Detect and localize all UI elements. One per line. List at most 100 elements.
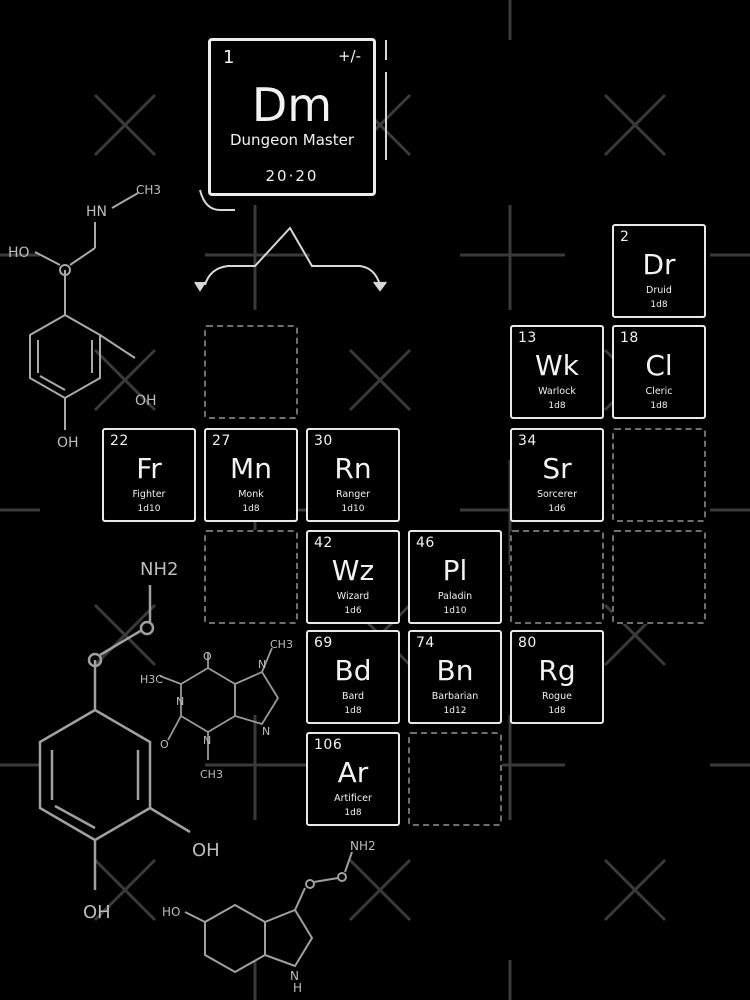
element-symbol: Rg — [538, 654, 576, 687]
dungeon-master-tile: 1 +/- Dm Dungeon Master 20·20 — [208, 38, 376, 196]
element-tile-ranger: 30 Rn Ranger 1d10 — [306, 428, 400, 522]
element-symbol: Bd — [334, 654, 372, 687]
element-name: Dungeon Master — [230, 131, 354, 149]
element-charge: +/- — [337, 47, 361, 65]
adrenaline-amine-label: HN — [86, 204, 107, 220]
master-flourish — [194, 40, 387, 292]
element-tile-bard: 69 Bd Bard 1d8 — [306, 630, 400, 724]
element-symbol: Dm — [251, 78, 333, 132]
element-number: 22 — [110, 433, 129, 449]
dopamine-hydroxyl-2-label: OH — [83, 902, 111, 923]
empty-cell — [612, 428, 706, 522]
element-number: 2 — [620, 229, 630, 245]
element-tile-sorcerer: 34 Sr Sorcerer 1d6 — [510, 428, 604, 522]
element-number: 30 — [314, 433, 333, 449]
watermark-x-icon — [93, 603, 157, 667]
element-tile-rogue: 80 Rg Rogue 1d8 — [510, 630, 604, 724]
serotonin-hydroxyl: HO — [162, 905, 180, 919]
watermark-x-icon — [93, 858, 157, 922]
element-name: Cleric — [645, 386, 673, 397]
element-name: Warlock — [538, 386, 576, 397]
serotonin-h: H — [293, 981, 302, 995]
watermark-x-icon — [603, 858, 667, 922]
element-symbol: Sr — [542, 452, 572, 485]
element-name: Druid — [646, 285, 672, 296]
caffeine-n4: N — [262, 725, 270, 738]
watermark-plus-icon — [710, 253, 750, 767]
empty-cell — [204, 530, 298, 624]
element-tile-cleric: 18 Cl Cleric 1d8 — [612, 325, 706, 419]
element-hit-die: 1d6 — [548, 504, 566, 514]
caffeine-labels: CH3 H3C CH3 N N N N O O — [140, 638, 293, 781]
watermark-x-icon — [93, 348, 157, 412]
caffeine-o1: O — [203, 650, 212, 663]
dopamine-hydroxyl-1-label: OH — [192, 840, 220, 861]
element-symbol: Bn — [436, 654, 474, 687]
element-tile-monk: 27 Mn Monk 1d8 — [204, 428, 298, 522]
element-hit-die: 1d10 — [443, 606, 467, 616]
empty-cell — [204, 325, 298, 419]
element-hit-die: 1d10 — [341, 504, 365, 514]
empty-cell — [612, 530, 706, 624]
adrenaline-hydroxyl-1-label: OH — [135, 393, 157, 409]
caffeine-methyl-1: CH3 — [270, 638, 293, 651]
caffeine-n1: N — [176, 695, 184, 708]
element-tile-warlock: 13 Wk Warlock 1d8 — [510, 325, 604, 419]
caffeine-o2: O — [160, 738, 169, 751]
empty-cell — [408, 732, 502, 826]
serotonin-labels: HO NH2 N H — [162, 839, 376, 995]
element-hit-die: 1d8 — [548, 706, 566, 716]
element-number: 106 — [314, 737, 343, 753]
caffeine-n2: N — [203, 734, 211, 747]
element-symbol: Wz — [331, 554, 375, 587]
adrenaline-methyl-label: CH3 — [136, 183, 161, 197]
caffeine-molecule — [159, 647, 280, 760]
serotonin-amine: NH2 — [350, 839, 376, 853]
element-name: Paladin — [437, 591, 473, 602]
caffeine-methyl-2: H3C — [140, 673, 163, 686]
element-number: 74 — [416, 635, 435, 651]
element-hit-die: 1d8 — [548, 401, 566, 411]
element-number: 80 — [518, 635, 537, 651]
element-symbol: Rn — [334, 452, 372, 485]
dopamine-molecule — [38, 585, 191, 890]
element-hit-die: 1d8 — [344, 706, 362, 716]
element-number: 69 — [314, 635, 333, 651]
caffeine-n3: N — [258, 658, 266, 671]
element-symbol: Ar — [337, 756, 369, 789]
element-name: Artificer — [334, 793, 372, 804]
element-name: Ranger — [335, 489, 370, 500]
adrenaline-hydroxyl-2-label: OH — [57, 435, 79, 451]
adrenaline-hydroxyl-top-label: HO — [8, 245, 30, 261]
element-name: Barbarian — [431, 691, 479, 702]
element-number: 1 — [223, 47, 235, 68]
watermark-x-icon — [603, 93, 667, 157]
element-number: 34 — [518, 433, 537, 449]
element-number: 42 — [314, 535, 333, 551]
watermark-x-icon — [348, 348, 412, 412]
element-symbol: Cl — [645, 349, 673, 382]
adrenaline-molecule — [29, 192, 139, 430]
serotonin-nh: N — [290, 969, 299, 983]
element-hit-die: 1d8 — [344, 808, 362, 818]
element-tile-druid: 2 Dr Druid 1d8 — [612, 224, 706, 318]
element-hit-die: 1d8 — [650, 300, 668, 310]
watermark-plus-icon — [205, 205, 310, 310]
element-name: Rogue — [542, 691, 572, 702]
element-symbol: Fr — [136, 452, 162, 485]
dopamine-amine-label: NH2 — [140, 559, 178, 580]
element-symbol: Pl — [442, 554, 468, 587]
element-symbol: Dr — [642, 248, 676, 281]
element-tile-fighter: 22 Fr Fighter 1d10 — [102, 428, 196, 522]
watermark-plus-icon — [0, 253, 40, 767]
element-name: Bard — [341, 691, 365, 702]
element-tile-paladin: 46 Pl Paladin 1d10 — [408, 530, 502, 624]
empty-cell — [510, 530, 604, 624]
element-tile-wizard: 42 Wz Wizard 1d6 — [306, 530, 400, 624]
watermark-x-icon — [93, 93, 157, 157]
element-hit-die: 1d8 — [242, 504, 260, 514]
element-symbol: Wk — [535, 349, 579, 382]
element-number: 27 — [212, 433, 231, 449]
adrenaline-labels: HN CH3 HO OH OH — [8, 183, 161, 451]
element-symbol: Mn — [230, 452, 272, 485]
